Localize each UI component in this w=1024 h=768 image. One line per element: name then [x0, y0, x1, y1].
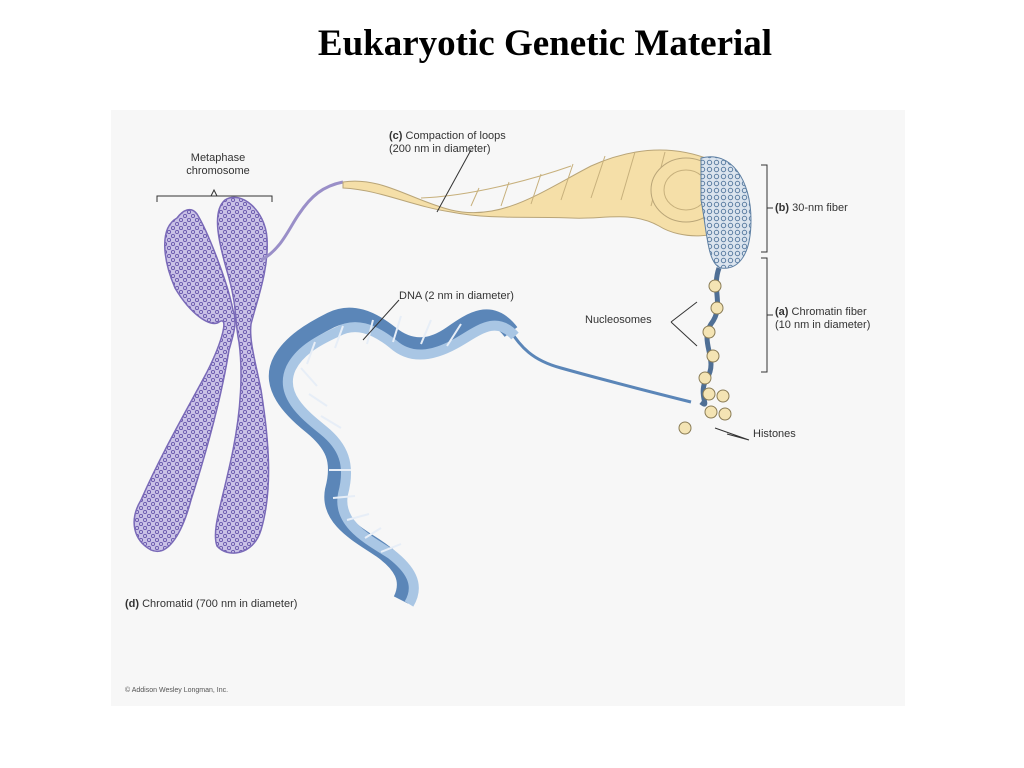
chromosome-bracket: [156, 195, 273, 202]
figure-panel: Metaphase chromosome (c) Compaction of l…: [111, 110, 905, 706]
fiber30-tag: (b): [775, 202, 790, 214]
nucleosome: [708, 279, 722, 293]
chromatin-tag: (a): [775, 306, 789, 318]
histones: [678, 387, 732, 435]
chromatin-line2: (10 nm in diameter): [775, 319, 871, 331]
slide-title: Eukaryotic Genetic Material: [317, 23, 773, 64]
loops-tag: (c): [389, 130, 403, 142]
chromatid-text: Chromatid (700 nm in diameter): [142, 598, 298, 610]
nucleosome: [702, 325, 716, 339]
left-chromatid: [133, 208, 236, 553]
metaphase-chromosome-label: Metaphase chromosome: [173, 152, 263, 178]
chromatin-fiber-label: (a) Chromatin fiber (10 nm in diameter): [775, 306, 870, 332]
nucleosome: [706, 349, 720, 363]
loops-label: (c) Compaction of loops (200 nm in diame…: [389, 130, 506, 156]
chromatin-diagram: [133, 149, 773, 607]
label-leaders: [362, 149, 773, 441]
right-chromatid: [214, 196, 270, 554]
nucleosomes-label: Nucleosomes: [585, 314, 652, 326]
fiber30-label: (b) 30-nm fiber: [775, 202, 848, 215]
histones-label: Histones: [753, 428, 796, 440]
chromatin-strand: [260, 180, 344, 262]
copyright-text: © Addison Wesley Longman, Inc.: [125, 687, 229, 694]
metaphase-label-line2: chromosome: [186, 165, 250, 177]
chromatid-label: (d) Chromatid (700 nm in diameter): [125, 598, 297, 611]
nucleosome: [698, 371, 712, 385]
loops-line1: Compaction of loops: [405, 130, 506, 142]
chromatin-fiber: [698, 267, 724, 407]
chromatid-tag: (d): [125, 598, 140, 610]
thirty-nm-fiber: [700, 156, 752, 269]
dna-double-helix: [268, 307, 692, 607]
chromatin-line1: Chromatin fiber: [791, 306, 867, 318]
loops-line2: (200 nm in diameter): [389, 143, 491, 155]
nucleosome: [710, 301, 724, 315]
fiber30-text: 30-nm fiber: [792, 202, 848, 214]
dna-label: DNA (2 nm in diameter): [399, 290, 514, 302]
metaphase-label-line1: Metaphase: [190, 152, 246, 164]
looped-domains: [342, 149, 746, 237]
metaphase-chromosome: [133, 188, 273, 554]
